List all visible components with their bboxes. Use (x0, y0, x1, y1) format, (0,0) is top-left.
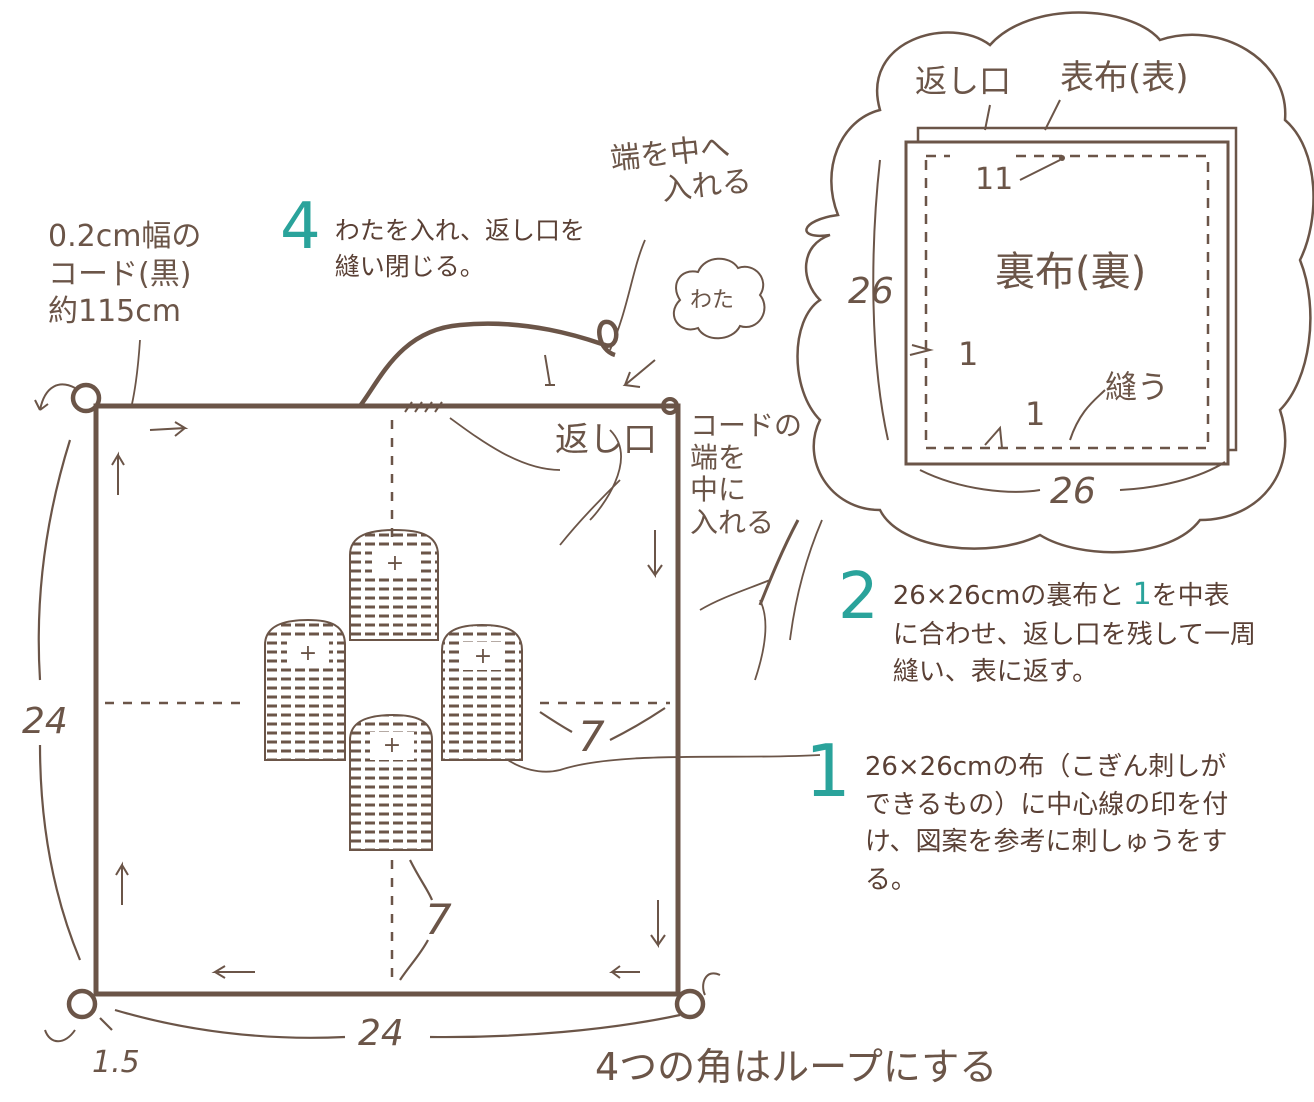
step-text: わたを入れ、返し口を 縫い閉じる。 (335, 213, 585, 286)
svg-text:+: + (474, 644, 492, 669)
cord-label-line: コード(黒) (48, 256, 192, 292)
dim-bottom: 24 (358, 1013, 404, 1054)
step-text-part: を中表 (1151, 581, 1230, 611)
step-line: に合わせ、返し口を残して一周 (892, 619, 1256, 650)
step-text: 26×26cmの裏布と 1を中表 に合わせ、返し口を残して一周 縫い、表に返す。 (893, 573, 1256, 692)
cord-top-loop (358, 319, 619, 408)
wata-label: わた (690, 288, 735, 313)
step-line: る。 (864, 865, 917, 896)
cord-label-line: 約115cm (48, 294, 181, 329)
step-4: 4 わたを入れ、返し口を 縫い閉じる。 (280, 195, 585, 286)
corner-loop-bl (66, 988, 98, 1020)
inset-dim-bottom: 26 (1050, 471, 1096, 512)
inset-sew-label: 縫う (1105, 368, 1170, 406)
inset-inner-fabric (904, 140, 1230, 466)
inset-dim-bottom-small: 1 (1025, 395, 1046, 433)
dim-right-center: 7 (578, 712, 605, 761)
cord-label: 0.2cm幅の コード(黒) 約115cm (48, 218, 201, 331)
inset-outer-fabric-label: 表布(表) (1060, 58, 1189, 98)
step-1: 1 26×26cmの布（こぎん刺しが できるもの）に中心線の印を付 け、図案を参… (805, 735, 1228, 900)
inset-dim-side: 1 (958, 335, 979, 373)
tuck-top-label: 端を中へ 入れる (609, 128, 754, 214)
inset-dim-top: 11 (975, 162, 1014, 197)
return-opening-label: 返し口 (555, 420, 657, 460)
step-line: わたを入れ、返し口を (334, 216, 585, 245)
main-square (93, 403, 681, 997)
tuck-side-line: 入れる (690, 505, 775, 539)
needle-icon (758, 519, 800, 606)
inset-inner-fabric-label: 裏布(裏) (995, 249, 1147, 295)
step-text-part: 26×26cmの裏布と (892, 581, 1125, 611)
step-number: 4 (280, 190, 321, 264)
step-line: できるもの）に中心線の印を付 (864, 789, 1229, 820)
corner-loop-tr (661, 397, 679, 415)
dim-left: 24 (22, 701, 68, 742)
step-line: け、図案を参考に刺しゅうをす (864, 827, 1228, 858)
corner-loop-br (674, 988, 706, 1020)
step-line: 縫い閉じる。 (334, 252, 485, 282)
svg-text:+: + (383, 733, 401, 758)
svg-text:+: + (299, 641, 317, 666)
step-2: 2 26×26cmの裏布と 1を中表 に合わせ、返し口を残して一周 縫い、表に返… (838, 565, 1256, 692)
step-line: 26×26cmの布（こぎん刺しが (864, 752, 1227, 782)
dim-corner: 1.5 (92, 1045, 140, 1080)
svg-text:+: + (386, 551, 404, 576)
dim-bottom-center: 7 (425, 895, 452, 944)
cord-label-line: 0.2cm幅の (48, 219, 202, 254)
step-ref-number: 1 (1132, 577, 1152, 612)
step-number: 1 (805, 729, 851, 813)
tuck-side-line: 中に (690, 473, 747, 507)
tuck-side-line: コードの (690, 409, 803, 442)
inset-dim-left: 26 (848, 271, 894, 312)
step-number: 2 (838, 560, 879, 634)
tuck-side-label: コードの 端を 中に 入れる (690, 409, 803, 539)
step-text: 26×26cmの布（こぎん刺しが できるもの）に中心線の印を付 け、図案を参考に… (865, 749, 1228, 900)
kogin-pattern: + + + + (264, 528, 523, 851)
step-line: 26×26cmの裏布と 1を中表 (893, 573, 1256, 617)
loops-note: 4つの角はループにする (595, 1045, 998, 1089)
corner-loop-tl (70, 382, 102, 414)
cloud-bubble (796, 11, 1314, 554)
inset-return-opening: 返し口 (915, 62, 1012, 100)
wata-cloud (673, 257, 766, 340)
tuck-side-line: 端を (690, 441, 747, 475)
step-line: 縫い、表に返す。 (892, 657, 1099, 688)
